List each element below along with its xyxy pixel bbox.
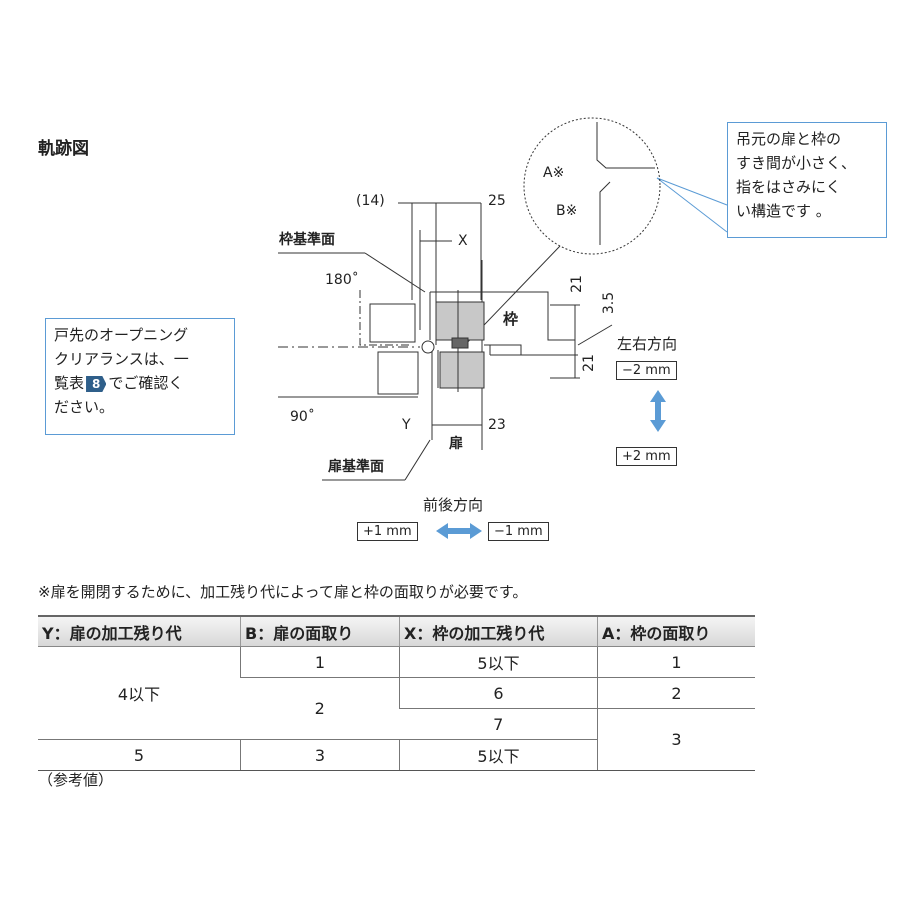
table-row: 5 3 5以下 [38, 739, 755, 771]
right-callout-line: すき間が小さく、 [736, 154, 857, 172]
frame-reference-label: 枠基準面 [279, 232, 335, 248]
left-callout-line: ださい。 [54, 398, 115, 416]
cell: 1 [597, 646, 755, 678]
detail-circle [523, 117, 661, 255]
lr-plus-value: +2 mm [616, 447, 677, 466]
right-callout-line: 吊元の扉と枠の [736, 130, 842, 148]
left-callout-line: クリアランスは、一 [54, 350, 189, 368]
door-label: 扉 [449, 436, 463, 452]
fb-minus-value: −1 mm [488, 522, 549, 541]
cell: 5以下 [399, 646, 598, 678]
text: でご確認く [108, 374, 184, 392]
dim-y: Y [402, 417, 411, 433]
reference-badge: 8 [86, 376, 107, 392]
right-callout-line: い構造です 。 [736, 202, 831, 220]
dim-25: 25 [488, 193, 506, 209]
dim-3-5: 3.5 [601, 291, 618, 315]
dim-21-top: 21 [568, 275, 585, 293]
cell: 1 [240, 646, 400, 678]
cell: 5以下 [399, 739, 598, 771]
table-row: 7 3 [38, 708, 755, 771]
cell: 3 [597, 708, 755, 771]
direction-arrows [436, 390, 666, 539]
vertical-arrow-icon [650, 390, 666, 432]
column-header: A：枠の面取り [597, 615, 755, 647]
right-callout: 吊元の扉と枠の すき間が小さく、 指をはさみにく い構造です 。 [727, 122, 887, 238]
dim-14: (14) [356, 193, 385, 209]
door-reference-label: 扉基準面 [328, 459, 384, 475]
footnote: （参考値） [38, 771, 114, 789]
column-header: X：枠の加工残り代 [399, 615, 598, 647]
angle-180: 180˚ [325, 272, 359, 288]
text: 覧表 [54, 374, 85, 392]
cell: 2 [240, 677, 400, 740]
angle-90: 90˚ [290, 409, 315, 425]
column-header: B：扉の面取り [240, 615, 400, 647]
detail-a-label: A※ [543, 165, 565, 181]
column-header: Y：扉の加工残り代 [38, 615, 241, 647]
fb-direction-title: 前後方向 [423, 496, 484, 514]
dim-21-bottom: 21 [580, 354, 597, 372]
cell: 5 [38, 739, 241, 771]
lr-minus-value: −2 mm [616, 361, 677, 380]
chamfer-note: ※扉を開閉するために、加工残り代によって扉と枠の面取りが必要です。 [38, 583, 528, 601]
cell: 3 [240, 739, 400, 771]
table-row: 4以下 1 5以下 1 [38, 646, 755, 740]
dim-x: X [458, 233, 468, 249]
table-header-row: Y：扉の加工残り代 B：扉の面取り X：枠の加工残り代 A：枠の面取り [38, 615, 755, 647]
right-callout-line: 指をはさみにく [736, 178, 841, 196]
detail-b-label: B※ [556, 203, 578, 219]
table-row: 2 6 2 [38, 677, 755, 740]
section-title: 軌跡図 [38, 139, 89, 159]
dim-23: 23 [488, 417, 506, 433]
frame-label: 枠 [503, 310, 519, 328]
fb-plus-value: +1 mm [357, 522, 418, 541]
left-callout-line: 戸先のオープニング [54, 326, 189, 344]
chamfer-table: Y：扉の加工残り代 B：扉の面取り X：枠の加工残り代 A：枠の面取り 4以下 … [38, 615, 755, 771]
cell: 4以下 [38, 646, 241, 740]
horizontal-arrow-icon [436, 523, 482, 539]
lr-direction-title: 左右方向 [617, 335, 678, 353]
cell: 2 [597, 677, 755, 709]
cell: 6 [399, 677, 598, 709]
cell: 7 [399, 708, 598, 740]
